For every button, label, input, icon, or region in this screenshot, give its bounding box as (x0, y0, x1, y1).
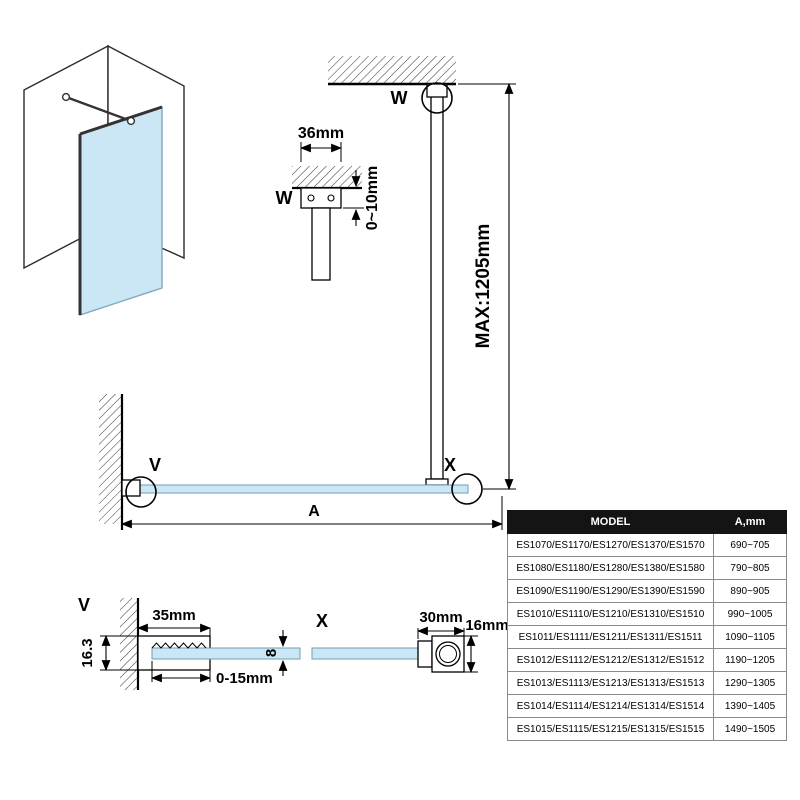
model-cell: ES1080/ES1180/ES1280/ES1380/ES1580 (507, 556, 714, 580)
elevation-wall-profile (121, 479, 141, 497)
detail-w-label: W (276, 188, 293, 208)
elevation-bar-foot (425, 478, 449, 486)
elevation-top-bracket (426, 83, 448, 98)
detail-circle-x (451, 473, 483, 505)
main-elevation: W X V MAX:1205mm A (99, 56, 516, 530)
table-row: ES1011/ES1111/ES1211/ES1311/ES1511 1090~… (507, 625, 787, 649)
elevation-x-label: X (444, 455, 456, 475)
model-cell: ES1015/ES1115/ES1215/ES1315/ES1515 (507, 717, 714, 741)
detail-v-wall-hatch (120, 598, 138, 690)
dim-36mm-label: 36mm (298, 125, 344, 142)
elevation-wall-hatch (99, 394, 122, 524)
a-mm-cell: 1190~1205 (713, 648, 787, 672)
a-mm-cell: 990~1005 (713, 602, 787, 626)
elevation-ceiling-hatch (328, 56, 456, 84)
table-row: ES1015/ES1115/ES1215/ES1315/ES1515 1490~… (507, 717, 787, 741)
detail-x-label: X (316, 611, 328, 631)
iso-support-bar (65, 95, 132, 123)
dim-163-label: 16.3 (79, 638, 96, 667)
table-row: ES1014/ES1114/ES1214/ES1314/ES1514 1390~… (507, 694, 787, 718)
detail-x-bar-outer (435, 641, 461, 667)
model-cell: ES1014/ES1114/ES1214/ES1314/ES1514 (507, 694, 714, 718)
a-mm-cell: 790~805 (713, 556, 787, 580)
model-cell: ES1012/ES1112/ES1212/ES1312/ES1512 (507, 648, 714, 672)
elevation-support-bar (430, 83, 444, 480)
detail-v-clamp-teeth (151, 642, 207, 649)
dim-max-label: MAX:1205mm (473, 224, 494, 349)
dim-35-label: 35mm (152, 607, 195, 624)
model-cell: ES1011/ES1111/ES1211/ES1311/ES1511 (507, 625, 714, 649)
iso-bar-wall-mount (61, 92, 71, 102)
dim-30-label: 30mm (419, 609, 462, 626)
a-mm-cell: 1490~1505 (713, 717, 787, 741)
detail-w-bar-section (311, 207, 331, 281)
iso-glass-panel (79, 106, 163, 316)
table-row: ES1013/ES1113/ES1213/ES1313/ES1513 1290~… (507, 671, 787, 695)
detail-v-label: V (78, 595, 90, 615)
elevation-glass-panel (137, 484, 469, 494)
dim-8-label: 8 (263, 649, 280, 657)
dim-a-label: A (308, 503, 320, 520)
table-row: ES1012/ES1112/ES1212/ES1312/ES1512 1190~… (507, 648, 787, 672)
table-row: ES1070/ES1170/ES1270/ES1370/ES1570 690~7… (507, 533, 787, 557)
iso-glass-top-rail (79, 105, 163, 136)
model-cell: ES1070/ES1170/ES1270/ES1370/ES1570 (507, 533, 714, 557)
table-row: ES1010/ES1110/ES1210/ES1310/ES1510 990~1… (507, 602, 787, 626)
model-column-header: MODEL (507, 510, 714, 534)
a-mm-cell: 1090~1105 (713, 625, 787, 649)
model-cell: ES1013/ES1113/ES1213/ES1313/ES1513 (507, 671, 714, 695)
a-mm-cell: 1390~1405 (713, 694, 787, 718)
model-cell: ES1090/ES1190/ES1290/ES1390/ES1590 (507, 579, 714, 603)
isometric-view (23, 44, 185, 316)
detail-circle-v (125, 476, 157, 508)
table-row: ES1090/ES1190/ES1290/ES1390/ES1590 890~9… (507, 579, 787, 603)
elevation-v-label: V (149, 455, 161, 475)
detail-x-clamp-plate (417, 640, 433, 668)
table-header-row: MODEL A,mm (507, 510, 787, 534)
detail-x-bar-inner (439, 645, 457, 663)
detail-w-bracket-plate (300, 187, 342, 209)
model-cell: ES1010/ES1110/ES1210/ES1310/ES1510 (507, 602, 714, 626)
detail-x-view: X 30mm 16mm (311, 609, 509, 674)
detail-w-screw-left (307, 194, 315, 202)
detail-v-view: V 16.3 35mm 0-15mm 8 (78, 595, 301, 690)
table-row: ES1080/ES1180/ES1280/ES1380/ES1580 790~8… (507, 556, 787, 580)
detail-circle-w (421, 82, 453, 114)
detail-w-screw-right (327, 194, 335, 202)
a-mm-column-header: A,mm (713, 510, 787, 534)
dim-16-label: 16mm (465, 617, 508, 634)
dim-0-10-label: 0~10mm (364, 166, 381, 231)
a-mm-cell: 690~705 (713, 533, 787, 557)
detail-v-glass (151, 647, 301, 660)
detail-x-glass (311, 647, 421, 660)
spec-table: MODEL A,mm ES1070/ES1170/ES1270/ES1370/E… (507, 510, 787, 741)
iso-bar-glass-mount (126, 116, 136, 126)
detail-w-ceiling-hatch (292, 166, 362, 188)
elevation-w-label: W (391, 88, 408, 108)
a-mm-cell: 1290~1305 (713, 671, 787, 695)
dim-015-label: 0-15mm (216, 670, 273, 687)
a-mm-cell: 890~905 (713, 579, 787, 603)
detail-w-view: W 36mm 0~10mm (276, 125, 381, 281)
